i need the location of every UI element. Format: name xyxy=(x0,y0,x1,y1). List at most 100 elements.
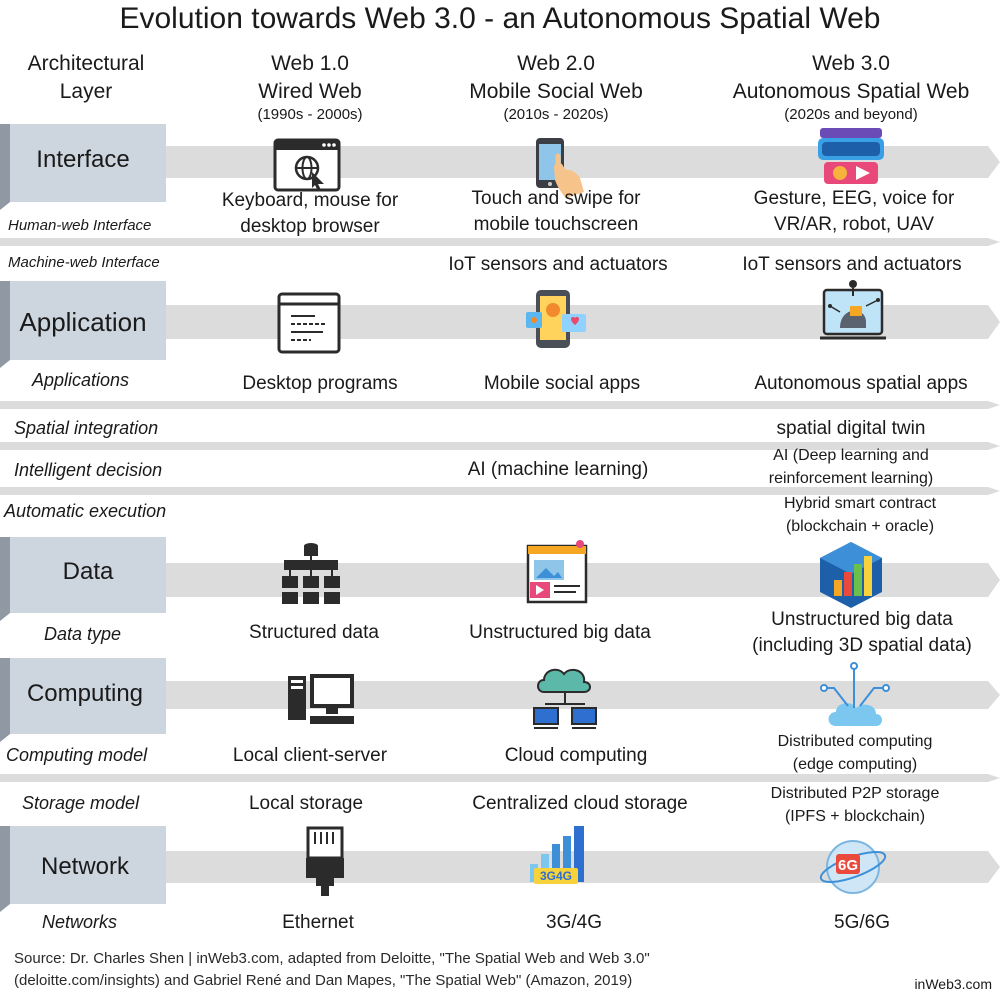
label-automatic-execution: Automatic execution xyxy=(4,501,167,521)
label-storage-model: Storage model xyxy=(22,793,140,813)
cell-storage-3-line1: Distributed P2P storage xyxy=(770,785,940,802)
cell-data-type-3-line2: (including 3D spatial data) xyxy=(752,635,972,656)
layer-data: Data xyxy=(62,558,114,585)
signal-3g4g-icon: 3G4G xyxy=(530,826,584,884)
cell-automatic-3-line2: (blockchain + oracle) xyxy=(785,518,935,535)
data-box xyxy=(0,537,166,621)
touch-phone-icon xyxy=(536,138,584,198)
database-hierarchy-icon xyxy=(282,543,340,604)
arch-layer-line1: Architectural xyxy=(27,52,145,75)
cell-human-web-1: Keyboard, mouse for desktop browser xyxy=(200,188,420,240)
brand-label: inWeb3.com xyxy=(914,976,992,992)
cell-automatic-3: Hybrid smart contract (blockchain + orac… xyxy=(744,492,976,538)
web3-header: Web 3.0 Autonomous Spatial Web (2020s an… xyxy=(716,50,986,124)
6g-globe-icon: 6G xyxy=(819,840,887,894)
cell-human-web-1-line1: Keyboard, mouse for xyxy=(221,190,399,211)
web2-subtitle: Mobile Social Web xyxy=(469,80,643,103)
6g-text: 6G xyxy=(838,857,858,874)
cell-computing-1: Local client-server xyxy=(232,745,388,766)
cell-human-web-3-line2: VR/AR, robot, UAV xyxy=(773,214,935,235)
page-title: Evolution towards Web 3.0 - an Autonomou… xyxy=(119,2,881,35)
web1-name: Web 1.0 xyxy=(271,52,349,75)
cell-human-web-2-line2: mobile touchscreen xyxy=(473,214,639,235)
cell-computing-2: Cloud computing xyxy=(504,745,648,766)
cell-machine-web-2: IoT sensors and actuators xyxy=(448,254,668,275)
cell-applications-3: Autonomous spatial apps xyxy=(754,373,968,394)
network-band-arrow xyxy=(0,851,1000,883)
thin-arrow-1 xyxy=(0,238,1000,246)
source-line1: Source: Dr. Charles Shen | inWeb3.com, a… xyxy=(14,950,650,967)
web-browser-icon xyxy=(273,138,341,192)
thin-arrow-5 xyxy=(0,774,1000,782)
web2-header: Web 2.0 Mobile Social Web (2010s - 2020s… xyxy=(446,50,666,124)
cloud-network-icon xyxy=(533,668,597,729)
web3-name: Web 3.0 xyxy=(812,52,890,75)
cell-human-web-3-line1: Gesture, EEG, voice for xyxy=(753,188,955,209)
application-box xyxy=(0,281,166,368)
arch-layer-line2: Layer xyxy=(59,80,113,103)
data-band-arrow xyxy=(0,563,1000,597)
web3-years: (2020s and beyond) xyxy=(784,106,918,123)
layer-network: Network xyxy=(40,853,130,880)
web1-years: (1990s - 2000s) xyxy=(257,106,363,123)
ai-robot-app-icon xyxy=(820,280,886,340)
cell-storage-1: Local storage xyxy=(248,793,364,814)
thin-arrow-2 xyxy=(0,401,1000,409)
layer-interface: Interface xyxy=(36,146,130,173)
code-window-icon xyxy=(277,292,341,354)
layer-application: Application xyxy=(19,307,147,337)
source-note: Source: Dr. Charles Shen | inWeb3.com, a… xyxy=(14,948,974,992)
cell-human-web-1-line2: desktop browser xyxy=(240,216,380,237)
cell-human-web-2: Touch and swipe for mobile touchscreen xyxy=(446,186,666,238)
cell-applications-1: Desktop programs xyxy=(242,373,398,394)
cell-storage-3: Distributed P2P storage (IPFS + blockcha… xyxy=(740,782,970,828)
big-data-media-icon xyxy=(526,540,588,604)
cell-intelligent-3: AI (Deep learning and reinforcement lear… xyxy=(730,444,972,490)
desktop-computer-icon xyxy=(288,674,354,724)
cell-machine-web-3: IoT sensors and actuators xyxy=(742,254,962,275)
cell-networks-1: Ethernet xyxy=(282,912,354,933)
arch-layer-header: Architectural Layer xyxy=(0,50,172,106)
interface-box xyxy=(0,124,166,210)
cell-computing-3: Distributed computing (edge computing) xyxy=(740,730,970,776)
web2-name: Web 2.0 xyxy=(517,52,595,75)
label-data-type: Data type xyxy=(44,624,122,644)
web3-subtitle: Autonomous Spatial Web xyxy=(732,80,970,103)
web1-header: Web 1.0 Wired Web (1990s - 2000s) xyxy=(210,50,410,124)
label-intelligent-decision: Intelligent decision xyxy=(14,460,163,480)
cell-storage-3-line2: (IPFS + blockchain) xyxy=(784,808,926,825)
label-spatial-integration: Spatial integration xyxy=(14,418,159,438)
ethernet-connector-icon xyxy=(306,826,344,896)
label-applications: Applications xyxy=(32,370,130,390)
cell-human-web-3: Gesture, EEG, voice for VR/AR, robot, UA… xyxy=(724,186,984,238)
vr-headset-icon xyxy=(818,128,884,184)
mobile-apps-icon xyxy=(526,290,586,348)
cell-networks-3: 5G/6G xyxy=(834,912,890,933)
signal-3g4g-text: 3G4G xyxy=(540,869,572,883)
label-computing-model: Computing model xyxy=(6,745,148,765)
cell-data-type-3: Unstructured big data (including 3D spat… xyxy=(734,607,990,659)
interface-band-arrow xyxy=(0,146,1000,178)
thin-arrow-4 xyxy=(0,487,1000,495)
label-human-web-interface: Human-web Interface xyxy=(8,217,152,234)
cell-intelligent-3-line1: AI (Deep learning and xyxy=(773,447,929,464)
layer-computing: Computing xyxy=(26,680,144,707)
cell-applications-2: Mobile social apps xyxy=(483,373,641,394)
application-band-arrow xyxy=(0,305,1000,339)
cell-computing-3-line1: Distributed computing xyxy=(777,733,933,750)
cell-spatial-3: spatial digital twin xyxy=(776,418,926,439)
web1-subtitle: Wired Web xyxy=(258,80,362,103)
thin-arrow-3 xyxy=(0,442,1000,450)
cell-storage-2: Centralized cloud storage xyxy=(472,793,688,814)
label-networks: Networks xyxy=(42,912,118,932)
label-machine-web-interface: Machine-web Interface xyxy=(8,254,160,271)
web2-years: (2010s - 2020s) xyxy=(503,106,609,123)
3d-chart-cube-icon xyxy=(820,542,882,608)
computing-band-arrow xyxy=(0,681,1000,709)
cell-computing-3-line2: (edge computing) xyxy=(792,756,918,773)
cell-intelligent-2: AI (machine learning) xyxy=(467,459,649,480)
cell-networks-2: 3G/4G xyxy=(546,912,602,933)
cell-human-web-2-line1: Touch and swipe for xyxy=(471,188,641,209)
computing-box xyxy=(0,658,166,742)
